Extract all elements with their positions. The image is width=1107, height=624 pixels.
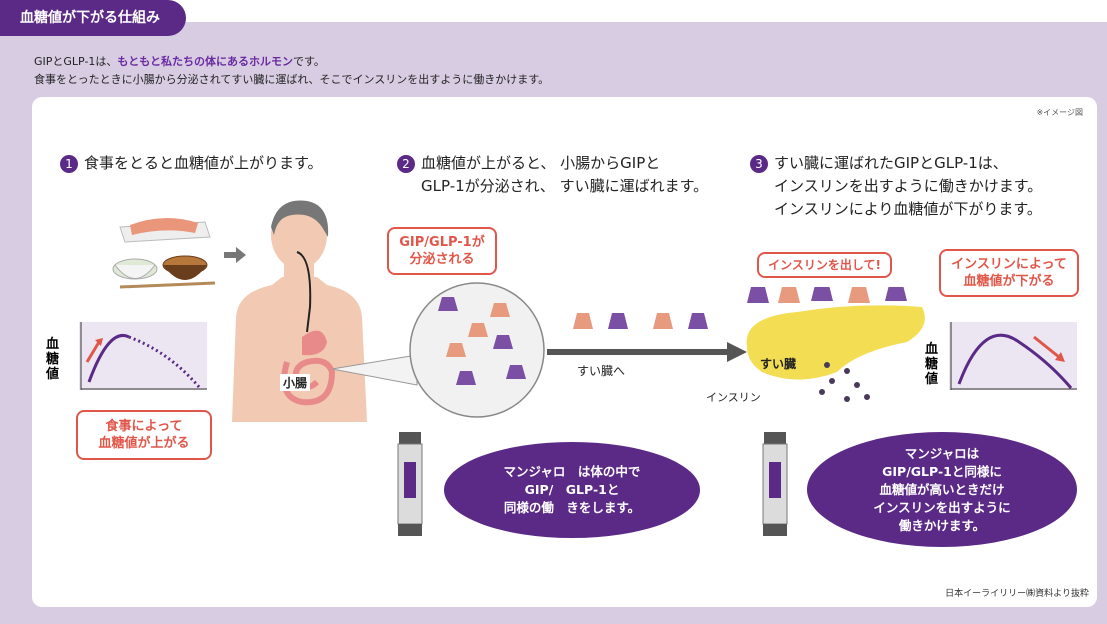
pen-device-icon-left (397, 432, 423, 536)
step-3-number: 3 (750, 154, 768, 173)
magnified-hormones (332, 282, 545, 418)
hormones-traveling (573, 313, 708, 329)
insulin-label: インスリン (706, 391, 761, 404)
pancreas-label: すい臓 (760, 357, 797, 371)
blood-sugar-axis-label-2: 血糖値 (925, 342, 939, 387)
arrow-right-icon (224, 247, 246, 263)
body-illustration (232, 200, 367, 422)
callout-blood-sugar-rises: 食事によって血糖値が上がる (76, 410, 212, 460)
to-pancreas-label: すい臓へ (577, 364, 626, 378)
image-note: ※イメージ図 (1036, 108, 1083, 117)
intro-line-1: GIPとGLP-1は、もともと私たちの体にあるホルモンです。 (34, 55, 325, 68)
intro-line-2: 食事をとったときに小腸から分泌されてすい臓に運ばれ、そこでインスリンを出すように… (34, 73, 550, 86)
callout-release-insulin: インスリンを出して! (757, 252, 892, 278)
blood-sugar-axis-label-1: 血糖値 (46, 337, 60, 382)
arrow-to-pancreas (547, 342, 747, 362)
step-1-number: 1 (60, 154, 78, 173)
pen-device-icon-right (762, 432, 788, 536)
callout-blood-sugar-falls: インスリンによって血糖値が下がる (939, 249, 1079, 297)
falling-chart (949, 322, 1077, 390)
rising-chart (79, 322, 207, 390)
section-tab: 血糖値が下がる仕組み (0, 0, 186, 36)
small-intestine-label: 小腸 (280, 374, 311, 391)
source-credit: 日本イーライリリー㈱資料より抜粋 (945, 589, 1089, 599)
meal-icon (112, 217, 216, 289)
pancreas-illustration (746, 287, 925, 402)
step-2-number: 2 (397, 154, 415, 173)
callout-gip-glp1-secreted: GIP/GLP-1が分泌される (387, 227, 497, 275)
